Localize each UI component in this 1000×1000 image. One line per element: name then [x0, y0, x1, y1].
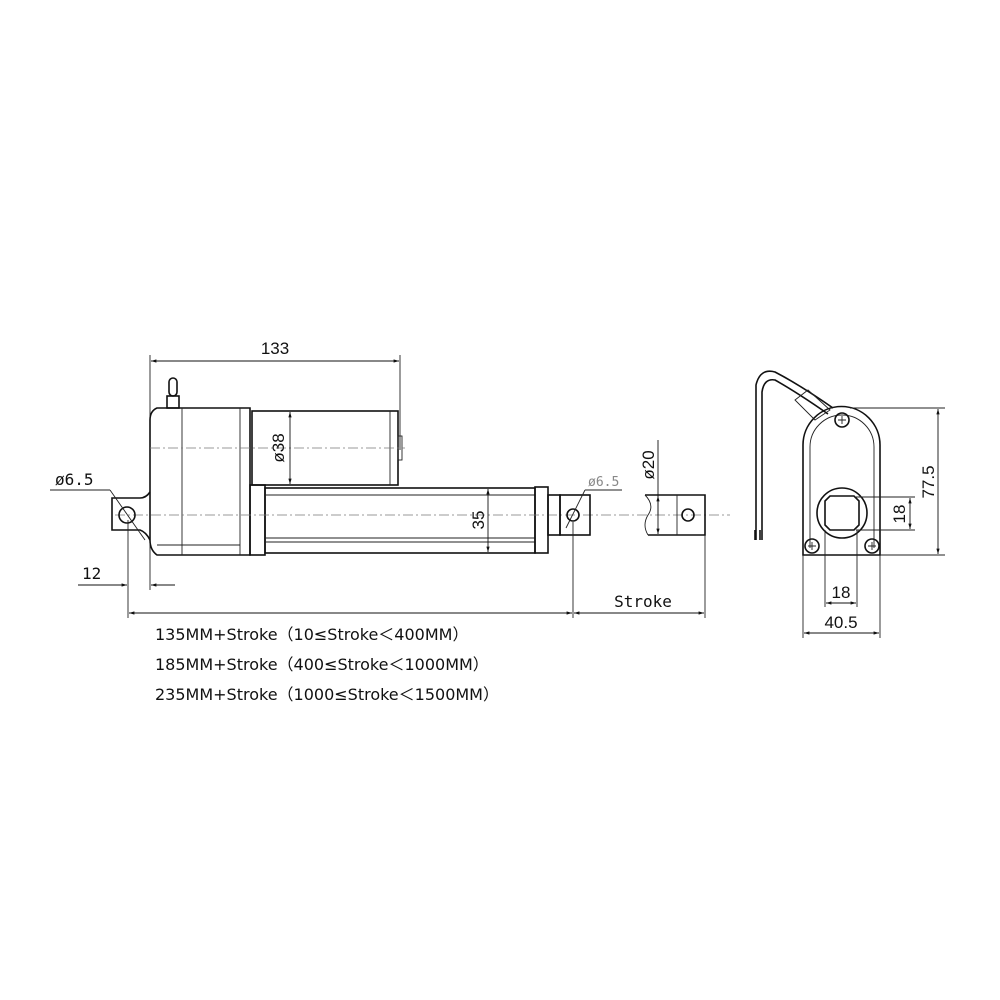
length-note-2: 185MM+Stroke（400≤Stroke＜1000MM）	[155, 655, 489, 674]
rod-diameter-label: ø20	[639, 450, 658, 479]
end-height-label: 77.5	[919, 465, 938, 498]
rear-clevis: ø6.5	[50, 470, 151, 541]
stroke-dimension: Stroke	[129, 522, 706, 618]
cable-pin	[166, 377, 180, 409]
stroke-label: Stroke	[614, 592, 672, 611]
end-width-label: 40.5	[824, 613, 857, 632]
rear-offset-dimension: 12	[78, 520, 175, 618]
overall-length-dimension: 133	[149, 339, 401, 590]
hub-height-label: 18	[890, 505, 909, 524]
length-note-1: 135MM+Stroke（10≤Stroke＜400MM）	[155, 625, 469, 644]
rod-end: ø6.5	[547, 475, 622, 536]
outer-tube: 35	[115, 484, 730, 556]
tube-height-label: 35	[469, 511, 488, 530]
hub-width-label: 18	[832, 583, 851, 602]
end-view-drawing: 77.5 18 18 40.5	[754, 370, 945, 638]
motor-diameter-label: ø38	[269, 433, 288, 462]
gearbox-housing	[149, 407, 251, 556]
overall-length-label: 133	[261, 339, 289, 358]
rear-hole-label: ø6.5	[55, 470, 94, 489]
motor: ø38	[150, 410, 405, 486]
extended-rod: ø20	[639, 440, 706, 536]
rear-offset-label: 12	[82, 564, 101, 583]
front-hole-label: ø6.5	[588, 475, 619, 490]
length-note-3: 235MM+Stroke（1000≤Stroke＜1500MM）	[155, 685, 499, 704]
